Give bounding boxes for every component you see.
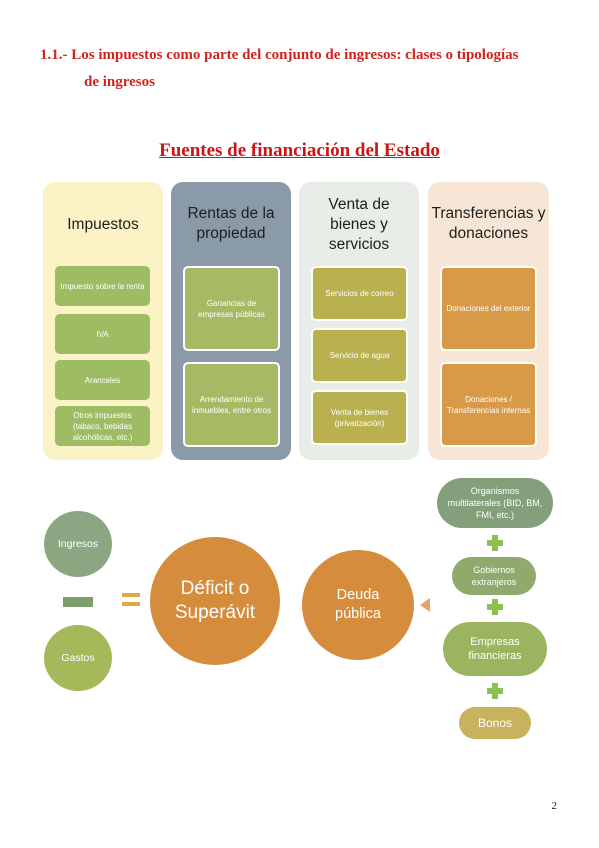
column-impuestos: Impuestos Impuesto sobre la renta IVA Ar…: [43, 182, 163, 460]
box-item: Servicios de correo: [311, 266, 408, 321]
section-heading: 1.1.- Los impuestos como parte del conju…: [40, 42, 580, 96]
box-item: Arrendamiento de inmuebles, entre otros: [183, 362, 280, 447]
equals-sign: [122, 591, 140, 609]
source-gobiernos: Gobiernos extranjeros: [452, 557, 536, 595]
plus-icon: [487, 599, 503, 615]
arrow-left-icon: [420, 598, 430, 612]
deficit-circle: Déficit o Superávit: [150, 537, 280, 665]
heading-line-1: 1.1.- Los impuestos como parte del conju…: [40, 47, 519, 63]
box-item: Aranceles: [55, 360, 150, 400]
column-title: Impuestos: [67, 216, 139, 233]
column-title: Rentas de la propiedad: [187, 205, 275, 242]
column-title: Transferencias y donaciones: [431, 205, 546, 242]
figure-title: Fuentes de financiación del Estado: [159, 140, 440, 161]
ingresos-circle: Ingresos: [44, 511, 112, 577]
gastos-circle: Gastos: [44, 625, 112, 691]
column-title: Venta de bienes y servicios: [328, 196, 390, 253]
source-bonos: Bonos: [459, 707, 531, 739]
box-item: Servicio de agua: [311, 328, 408, 383]
minus-sign: [63, 597, 93, 607]
heading-line-2: de ingresos: [84, 74, 155, 90]
column-venta: Venta de bienes y servicios Servicios de…: [299, 182, 419, 460]
column-transferencias: Transferencias y donaciones Donaciones d…: [428, 182, 549, 460]
source-empresas: Empresas financieras: [443, 622, 547, 676]
page-number: 2: [551, 800, 558, 812]
box-item: Impuesto sobre la renta: [55, 266, 150, 306]
plus-icon: [487, 535, 503, 551]
source-organismos: Organismos multilaterales (BID, BM, FMI,…: [437, 478, 553, 528]
box-item: Otros impuestos (tabaco, bebidas alcohól…: [55, 406, 150, 446]
box-item: IVA: [55, 314, 150, 354]
box-item: Donaciones del exterior: [440, 266, 537, 351]
box-item: Venta de bienes (privatización): [311, 390, 408, 445]
plus-icon: [487, 683, 503, 699]
column-rentas: Rentas de la propiedad Ganancias de empr…: [171, 182, 291, 460]
deuda-circle: Deuda pública: [302, 550, 414, 660]
box-item: Donaciones / Transferencias internas: [440, 362, 537, 447]
box-item: Ganancias de empresas públicas: [183, 266, 280, 351]
